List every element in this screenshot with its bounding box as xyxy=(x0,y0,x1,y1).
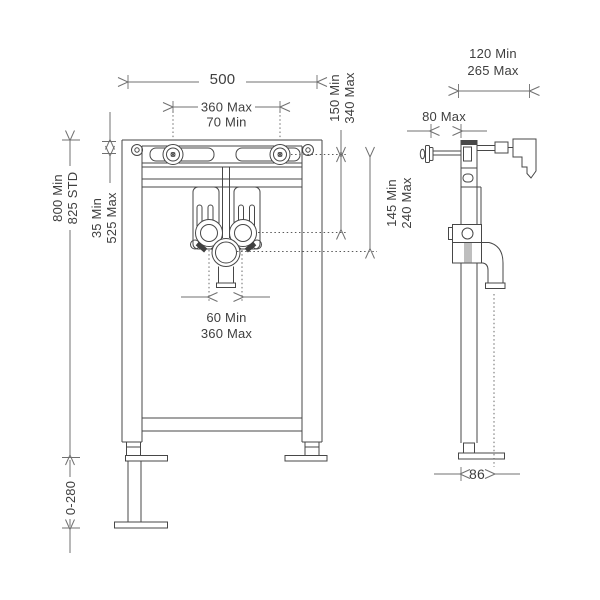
dim-outlet-offset-label: 86 xyxy=(469,466,485,482)
wall-fixing-rod xyxy=(419,145,462,163)
dim-bolt-spacing-max-label: 360 Max xyxy=(201,100,253,115)
dim-connection-drop-min-label: 145 Min xyxy=(384,179,399,227)
dim-bracket-drop-min-label: 150 Min xyxy=(327,74,342,122)
dim-top-offset-min-label: 35 Min xyxy=(89,198,104,238)
dim-fixing-offset-label: 80 Max xyxy=(422,109,466,124)
dim-inlet-spacing-min-label: 60 Min xyxy=(206,310,246,325)
front-view-frame xyxy=(114,139,328,529)
dim-bracket-reach-max-label: 265 Max xyxy=(467,63,519,78)
dim-frame-height-std-label: 825 STD xyxy=(65,172,80,225)
dimension-lines xyxy=(62,75,530,553)
dim-top-offset-max-label: 525 Max xyxy=(104,192,119,244)
side-view-frame xyxy=(419,138,537,460)
dim-frame-height-min-label: 800 Min xyxy=(50,174,65,222)
corner-screw-left xyxy=(131,144,143,156)
dim-bolt-spacing-min-label: 70 Min xyxy=(206,115,246,130)
corner-screw-right xyxy=(302,144,314,156)
fixing-bolt-right xyxy=(269,144,291,165)
dim-inlet-spacing-max-label: 360 Max xyxy=(201,326,253,341)
left-leg xyxy=(114,442,168,529)
waste-elbow xyxy=(452,242,506,289)
dimension-labels: 500 360 Max 70 Min 800 Min 825 STD 35 Mi… xyxy=(50,46,519,515)
wall-bracket-arm xyxy=(476,138,537,179)
dim-bracket-reach-min-label: 120 Min xyxy=(469,46,517,61)
reference-dotted-lines xyxy=(172,111,495,467)
dim-leg-adjustment-label: 0-280 xyxy=(63,481,78,515)
dim-overall-width-label: 500 xyxy=(210,71,236,88)
side-water-valve xyxy=(448,224,482,243)
fixing-bolt-left xyxy=(162,144,184,165)
dim-connection-drop-max-label: 240 Max xyxy=(399,177,414,229)
waste-outlet xyxy=(211,238,241,288)
dim-bracket-drop-max-label: 340 Max xyxy=(342,72,357,124)
side-leg xyxy=(458,442,505,460)
right-leg xyxy=(284,442,328,462)
